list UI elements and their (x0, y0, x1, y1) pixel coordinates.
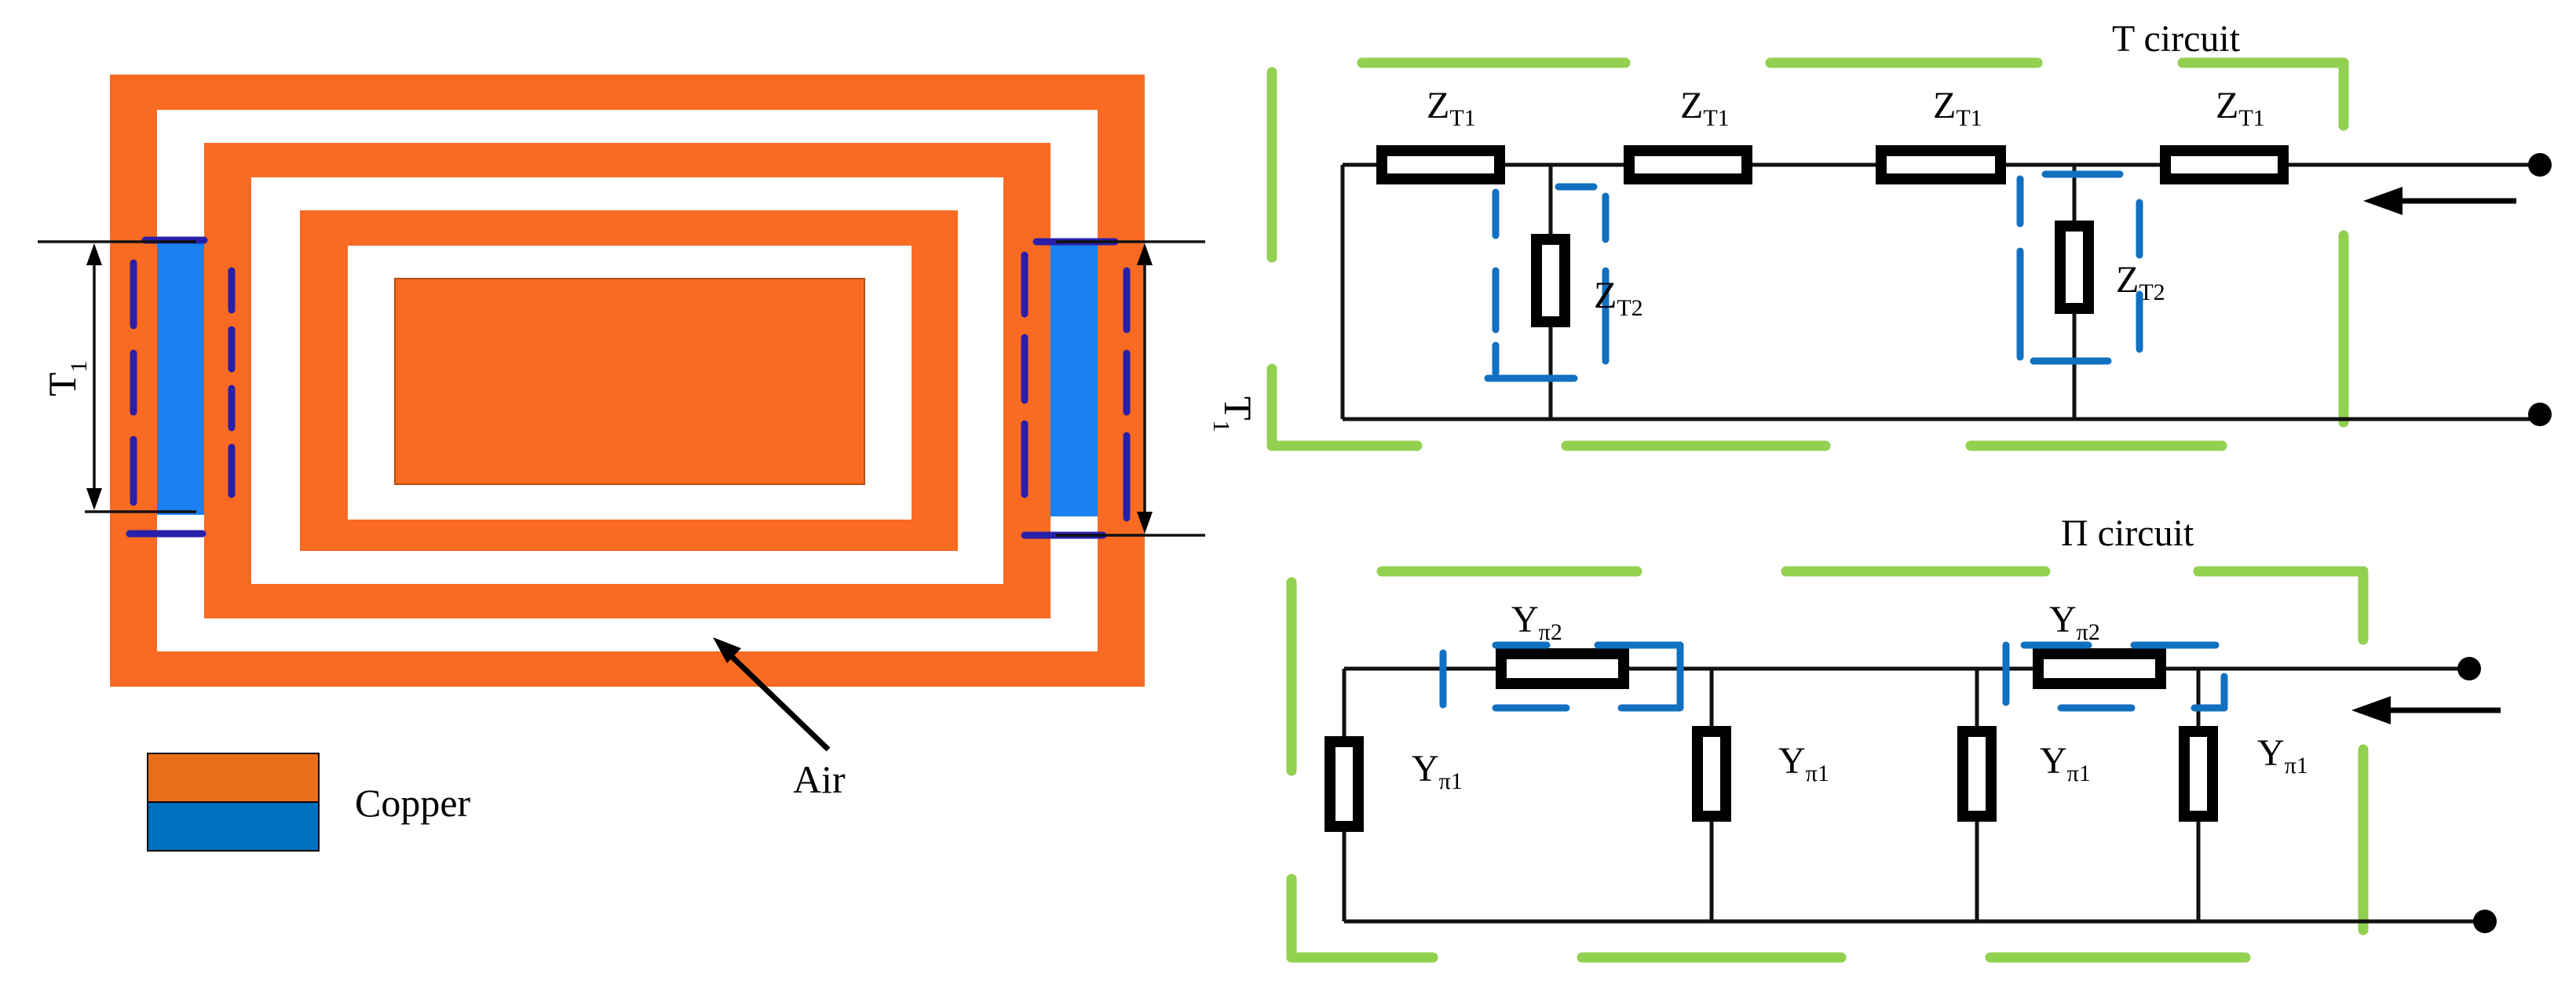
pi-series-label-2: Yπ2 (2049, 599, 2100, 645)
legend: Copper (147, 753, 471, 852)
t-series-resistor-1 (1376, 145, 1505, 184)
pi-series-resistor-2 (2033, 648, 2166, 689)
pi-shunt-label-3: Yπ1 (2040, 740, 2091, 786)
t-series-resistor-2 (1624, 145, 1752, 184)
left-blue-strip (157, 240, 204, 515)
t-series-resistor-4 (2160, 145, 2289, 184)
pi-series-resistor-1 (1496, 648, 1629, 689)
pi-circuit-green-boundary (1286, 566, 2369, 963)
t-series-resistor-3 (1876, 145, 2006, 184)
air-pointer (713, 637, 831, 752)
right-t1-dimension (1056, 240, 1205, 537)
t-shunt-1-blue-dashes (1484, 183, 1610, 382)
pi-shunt-resistor-4 (2179, 726, 2218, 822)
t-series-label-1: ZT1 (1427, 85, 1476, 131)
legend-copper-label: Copper (355, 781, 471, 825)
pi-shunt-label-2: Yπ1 (1778, 740, 1829, 786)
pi-circuit-title: Π circuit (2061, 512, 2194, 554)
right-blue-strip (1050, 240, 1098, 516)
t-shunt-2-blue-dashes (2016, 170, 2143, 365)
legend-swatch-blue (147, 801, 320, 852)
t-circuit-green-boundary (1266, 57, 2349, 451)
t-series-label-2: ZT1 (1680, 85, 1730, 131)
pi-shunt-resistor-3 (1957, 726, 1997, 822)
concentric-core: T1 T1 Air (38, 75, 1260, 801)
t-shunt-resistor-1 (1531, 234, 1570, 327)
pi-terminal-bottom (2473, 910, 2497, 933)
left-t1-dimension (38, 240, 196, 513)
t-circuit: T circuit (1266, 18, 2552, 451)
air-label: Air (793, 757, 846, 801)
t-circuit-title: T circuit (2112, 18, 2241, 60)
pi-terminal-top (2457, 657, 2481, 680)
t-shunt-label-1: ZT2 (1594, 275, 1643, 321)
left-strip-dashes (126, 236, 236, 538)
t-series-label-3: ZT1 (1933, 85, 1982, 131)
t-terminal-bottom (2528, 403, 2552, 426)
pi-series-1-blue-dashes (1439, 641, 1684, 712)
legend-swatch-orange (147, 753, 320, 803)
t-input-arrow (2363, 187, 2516, 215)
right-t1-label: T1 (1208, 396, 1260, 432)
pi-shunt-label-1: Yπ1 (1412, 748, 1463, 794)
pi-shunt-resistor-2 (1692, 726, 1731, 822)
t-series-label-4: ZT1 (2216, 85, 2265, 131)
pi-series-2-blue-dashes (2002, 641, 2228, 712)
t-terminal-top (2528, 153, 2552, 177)
pi-circuit: Π circuit (1286, 512, 2501, 963)
pi-shunt-resistor-1 (1325, 736, 1364, 832)
pi-series-label-1: Yπ2 (1511, 599, 1562, 645)
t-shunt-resistor-2 (2055, 221, 2094, 314)
pi-shunt-label-4: Yπ1 (2257, 732, 2308, 779)
pi-input-arrow (2351, 696, 2501, 724)
t-shunt-label-2: ZT2 (2116, 259, 2165, 305)
inner-copper-core (394, 278, 865, 485)
left-t1-label: T1 (40, 360, 92, 396)
